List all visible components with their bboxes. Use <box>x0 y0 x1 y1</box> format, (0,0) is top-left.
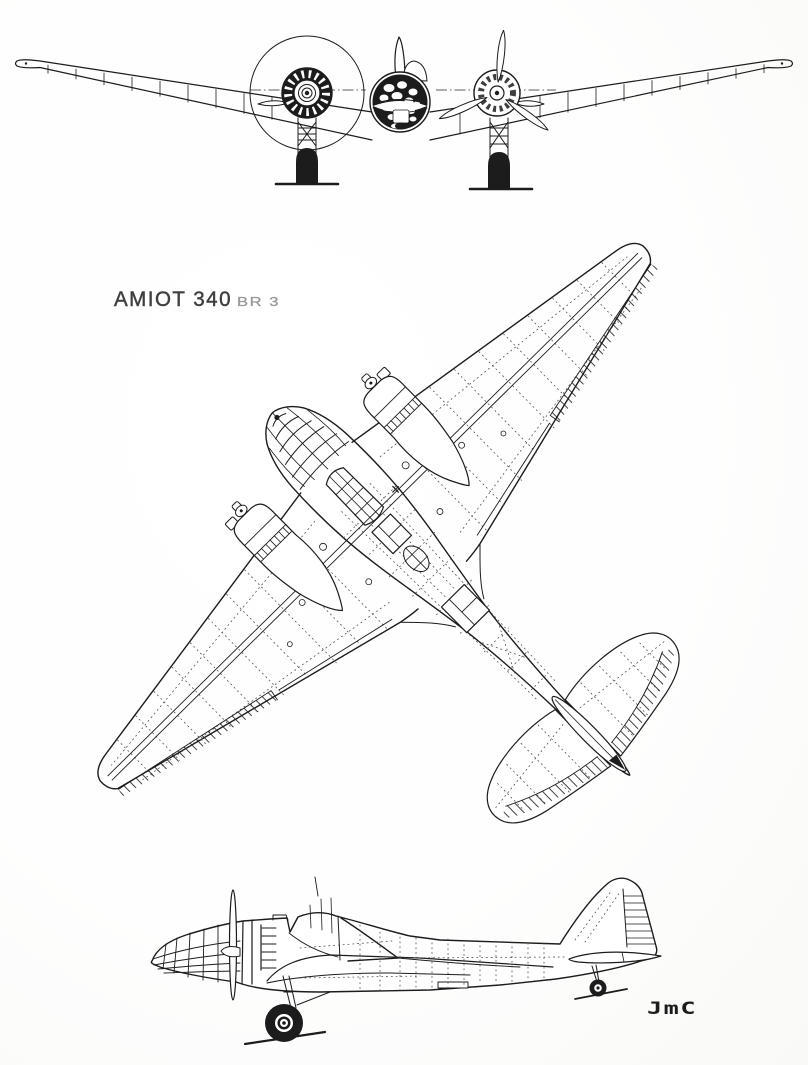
wing-stringers-dotted <box>111 256 643 782</box>
rudder-hinge <box>622 888 628 948</box>
drawing-title-variant: BR 3 <box>237 294 280 309</box>
right-landing-gear-front <box>468 117 534 191</box>
left-wheel <box>296 148 318 184</box>
side-fuselage <box>150 877 658 993</box>
wing-carrythrough <box>373 101 427 112</box>
front-fin <box>394 36 428 82</box>
right-engine-front <box>438 29 549 131</box>
side-view <box>150 876 662 1046</box>
drawing-title: AMIOT 340 <box>114 288 232 311</box>
front-wings <box>14 59 794 141</box>
side-nose-glazing <box>152 921 241 985</box>
front-view <box>14 29 794 191</box>
elevator-left <box>501 756 608 819</box>
aileron-left <box>117 690 278 797</box>
le-datum-mark <box>392 485 400 493</box>
carb-scoop <box>272 914 289 921</box>
right-wheel <box>488 152 510 189</box>
tailwheel <box>574 964 628 1000</box>
side-wing <box>266 954 554 989</box>
plan-tailplane <box>486 632 680 824</box>
side-frames-dotted <box>299 924 566 992</box>
side-tailplane <box>568 951 662 964</box>
wing-fillets <box>399 543 485 628</box>
ground-line-main <box>243 1030 327 1046</box>
wing-ribs-dotted-left <box>117 520 389 777</box>
main-spar-lines <box>107 252 643 781</box>
wing-ribs-dotted-right <box>380 262 639 533</box>
side-tail <box>568 888 662 964</box>
side-main-gear <box>243 975 331 1046</box>
elevator-right <box>611 647 676 754</box>
wing-rib-ticks-right <box>459 64 765 135</box>
front-fuselage <box>369 71 431 133</box>
antenna-mast <box>314 876 319 897</box>
front-tailplane-tips <box>257 100 545 107</box>
tailcone-arrow <box>608 754 626 770</box>
nacelle-right <box>361 367 470 487</box>
left-landing-gear-front <box>274 117 340 186</box>
left-engine-front <box>249 35 365 151</box>
flap-hatch <box>437 981 469 989</box>
spine-hatches <box>371 513 491 634</box>
nose-turret-dot <box>274 414 280 421</box>
aileron-right <box>549 263 659 423</box>
rudder-ribs <box>623 895 656 945</box>
artist-signature: JmC <box>647 999 697 1018</box>
nacelle-left <box>225 501 343 612</box>
spinner-icon <box>220 946 241 958</box>
side-engine-cowl <box>241 914 289 985</box>
plan-view <box>97 242 680 824</box>
plan-canopy <box>325 467 385 526</box>
plan-wings <box>97 242 659 797</box>
propeller-blades-icon <box>438 29 549 131</box>
fuel-cap-circles <box>286 430 507 648</box>
ground-line-tail <box>574 988 628 1000</box>
plan-fuselage <box>265 405 631 776</box>
wing-rib-ticks-left <box>47 64 273 120</box>
side-propeller <box>220 889 241 1001</box>
